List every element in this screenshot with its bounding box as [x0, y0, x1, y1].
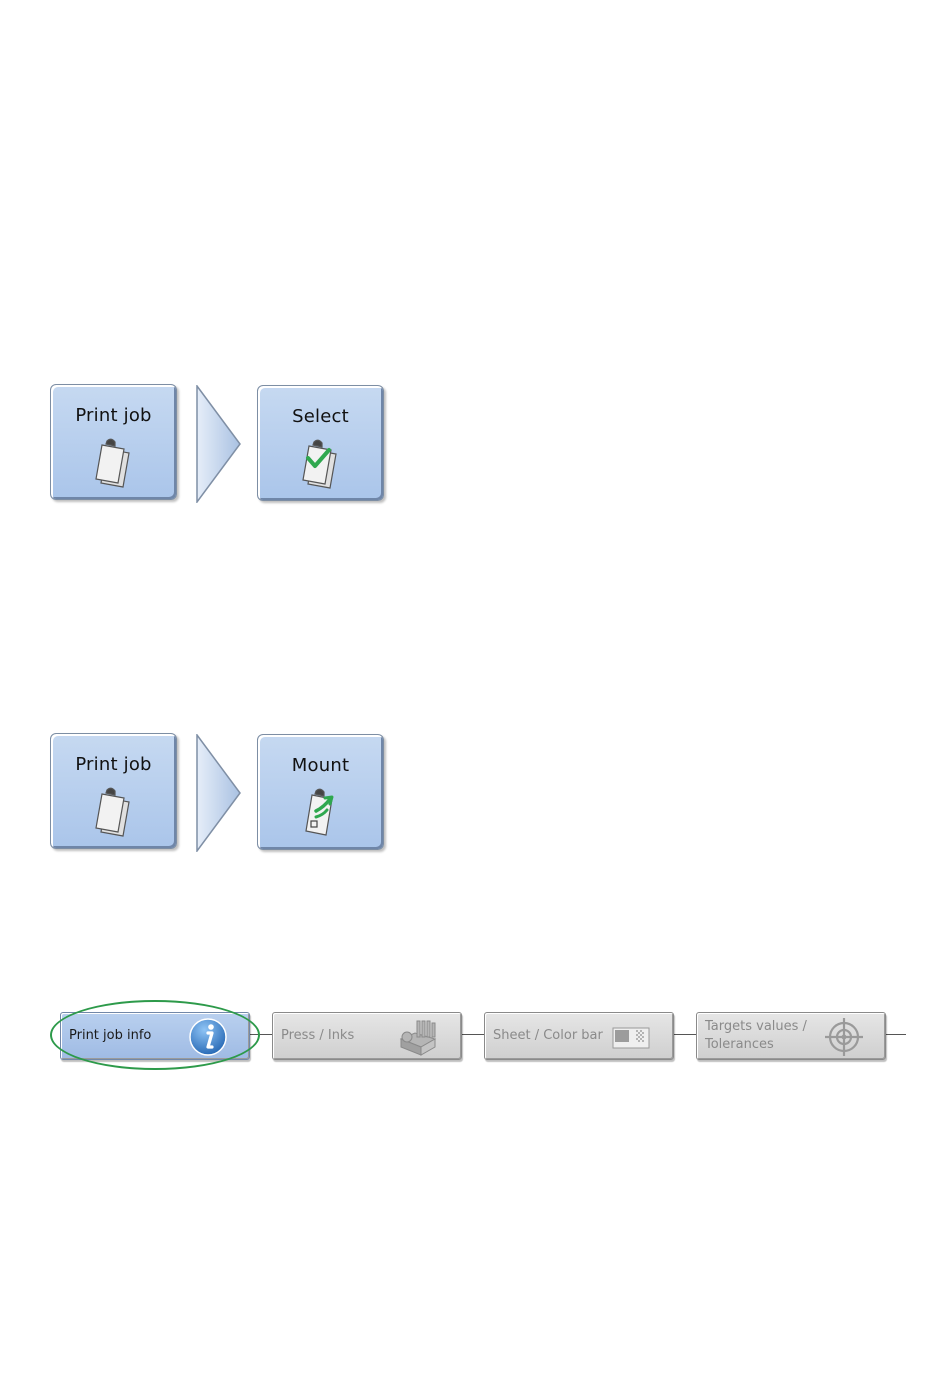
mount-label: Mount: [258, 755, 383, 776]
nav-targets-label-line1: Targets values /: [705, 1018, 807, 1036]
print-job-button[interactable]: Print job: [50, 384, 177, 500]
select-button[interactable]: Select: [257, 385, 384, 501]
nav-targets-tolerances-button[interactable]: Targets values / Tolerances: [696, 1012, 886, 1060]
clipboard-stack-icon: [89, 435, 139, 491]
nav-targets-label-line2: Tolerances: [705, 1036, 774, 1054]
info-icon: [187, 1017, 229, 1057]
clipboard-check-icon: [296, 436, 346, 492]
nav-print-job-info-label: Print job info: [69, 1027, 151, 1045]
nav-connector: [250, 1034, 272, 1035]
mount-button[interactable]: Mount: [257, 734, 384, 850]
nav-press-inks-label: Press / Inks: [281, 1027, 354, 1045]
flow-arrow-icon: [196, 734, 242, 852]
nav-sheet-color-bar-button[interactable]: Sheet / Color bar: [484, 1012, 674, 1060]
print-job-label: Print job: [51, 754, 176, 775]
clipboard-stack-icon: [89, 784, 139, 840]
nav-print-job-info-button[interactable]: Print job info: [60, 1012, 250, 1060]
nav-connector: [886, 1034, 906, 1035]
clipboard-arrow-icon: [296, 785, 346, 841]
select-label: Select: [258, 406, 383, 427]
nav-press-inks-button[interactable]: Press / Inks: [272, 1012, 462, 1060]
color-bar-icon: [609, 1017, 651, 1057]
print-job-label: Print job: [51, 405, 176, 426]
nav-sheet-color-bar-label: Sheet / Color bar: [493, 1027, 603, 1045]
target-icon: [823, 1017, 865, 1057]
nav-connector: [674, 1034, 696, 1035]
nav-connector: [462, 1034, 484, 1035]
press-icon: [397, 1017, 439, 1057]
print-job-button[interactable]: Print job: [50, 733, 177, 849]
flow-arrow-icon: [196, 385, 242, 503]
